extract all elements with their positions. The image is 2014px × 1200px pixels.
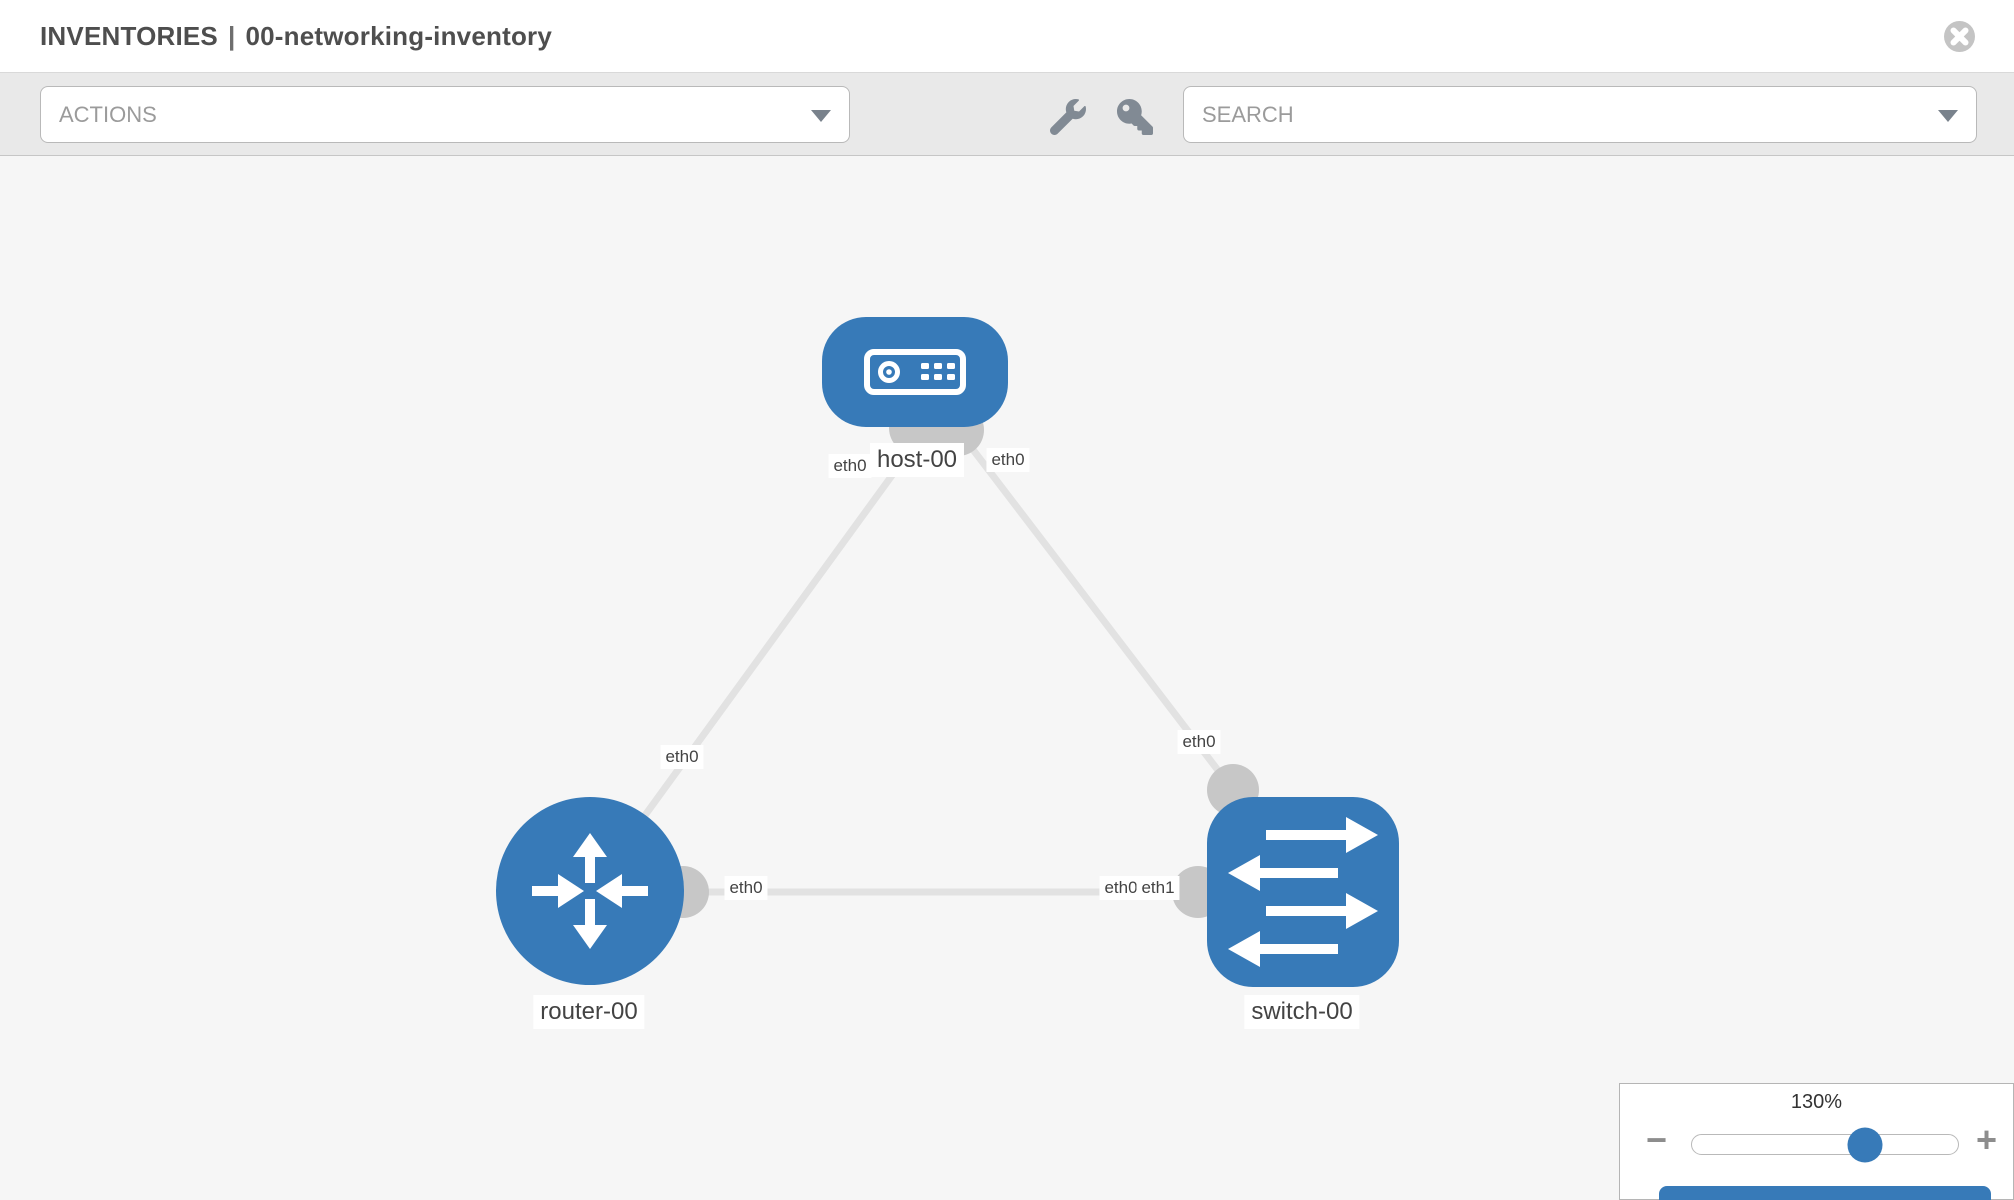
bottom-blue-bar (1659, 1186, 1991, 1200)
search-dropdown[interactable]: SEARCH (1183, 86, 1977, 143)
zoom-slider[interactable] (1691, 1127, 1959, 1162)
actions-dropdown-label: ACTIONS (59, 102, 157, 127)
header: INVENTORIES | 00-networking-inventory (0, 0, 2014, 72)
breadcrumb-section: INVENTORIES (40, 21, 218, 51)
configure-button[interactable] (1049, 99, 1086, 136)
chevron-down-icon (1938, 110, 1958, 122)
zoom-out-button[interactable]: − (1646, 1119, 1668, 1160)
chevron-down-icon (811, 110, 831, 122)
node-label-switch-00: switch-00 (1244, 995, 1360, 1029)
interface-label: eth0 (724, 876, 768, 900)
router-icon (532, 833, 648, 949)
switch-icon (1228, 817, 1378, 967)
zoom-slider-thumb[interactable] (1847, 1127, 1883, 1162)
close-button[interactable] (1943, 20, 1976, 53)
page-title: INVENTORIES | 00-networking-inventory (40, 0, 552, 72)
interface-label: eth1 (1136, 876, 1180, 900)
node-host-00[interactable] (822, 317, 1008, 427)
circle-x-icon (1944, 21, 1975, 52)
interface-label: eth0 (660, 745, 704, 769)
node-switch-00[interactable] (1207, 797, 1399, 987)
toolbar: ACTIONS SEARCH (0, 72, 2014, 156)
zoom-panel: 130% − + (1619, 1083, 2014, 1200)
node-label-host-00: host-00 (869, 443, 965, 477)
wrench-icon (1049, 99, 1086, 136)
node-router-00[interactable] (496, 797, 684, 985)
host-icon (864, 349, 966, 395)
node-label-router-00: router-00 (533, 995, 645, 1029)
zoom-in-button[interactable]: + (1975, 1119, 1997, 1160)
search-dropdown-label: SEARCH (1202, 102, 1294, 127)
link-host-00-router-00[interactable] (587, 427, 928, 894)
interface-label: eth0 (986, 448, 1030, 472)
zoom-level: 130% (1790, 1091, 1843, 1113)
interface-label: eth0 (828, 454, 872, 478)
key-icon (1117, 99, 1153, 135)
inventory-name: 00-networking-inventory (245, 21, 553, 51)
actions-dropdown[interactable]: ACTIONS (40, 86, 850, 143)
interface-label: eth0 (1177, 730, 1221, 754)
interface-label: eth0 (1099, 876, 1143, 900)
breadcrumb-separator: | (227, 21, 236, 51)
credentials-button[interactable] (1117, 99, 1153, 135)
